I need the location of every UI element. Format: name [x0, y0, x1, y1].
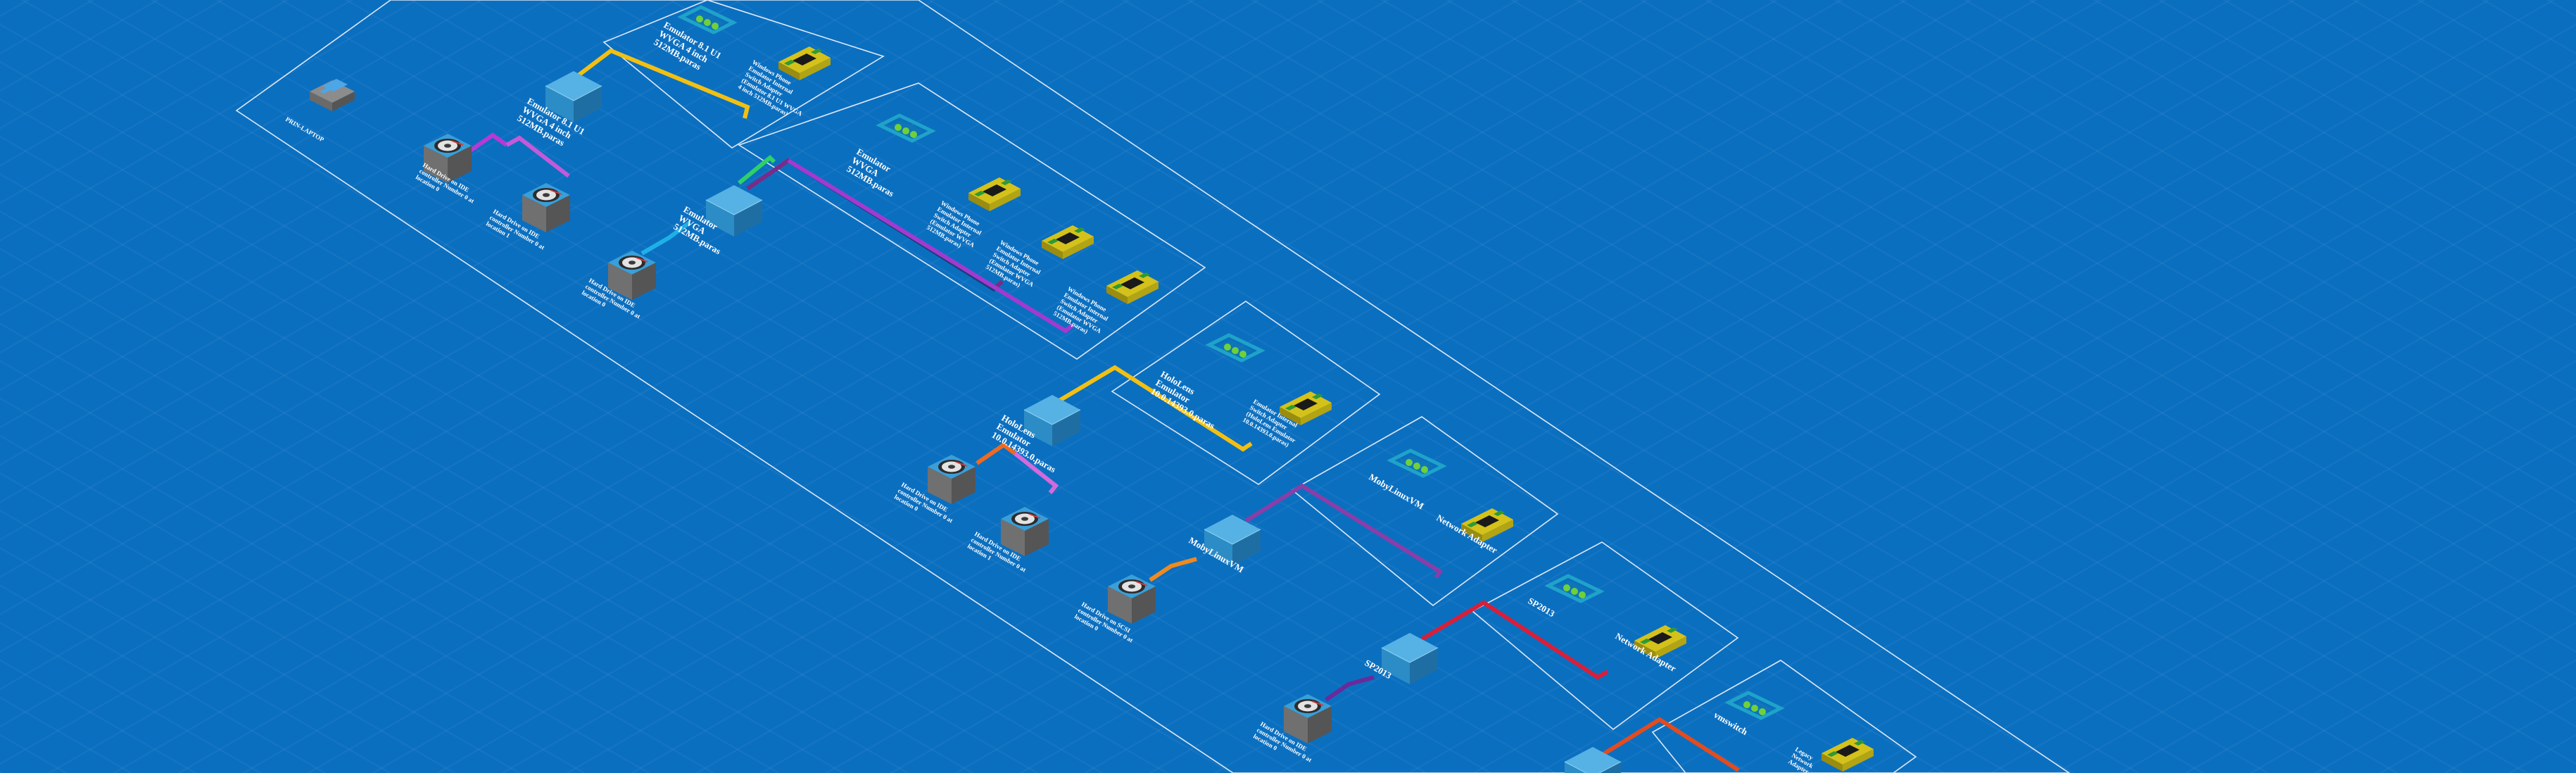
- vm-frame-2: [738, 82, 1206, 360]
- network-adapter-label: Windows PhoneEmulator InternalSwitch Ada…: [926, 199, 987, 255]
- virtual-switch-label-line: MobyLinuxVM: [1368, 472, 1426, 512]
- host-frame: [235, 0, 2071, 773]
- virtual-switch-icon[interactable]: [880, 115, 932, 141]
- network-adapter-icon[interactable]: [778, 46, 831, 80]
- virtual-switch-label: EmulatorWVGA512MB.paras: [845, 146, 906, 199]
- virtual-switch-icon[interactable]: [1391, 451, 1443, 476]
- virtual-switch-icon[interactable]: [681, 7, 733, 32]
- virtual-switch-icon[interactable]: [1209, 335, 1261, 360]
- vm-frame-6: [1651, 660, 1917, 773]
- host-laptop-icon[interactable]: [310, 79, 355, 111]
- vm-3-link-1: [1054, 365, 1253, 452]
- vm-1-link-1: [572, 48, 750, 119]
- vm-5-link-2: [1325, 675, 1375, 702]
- virtual-switch-label: vmswitch: [1712, 710, 1750, 738]
- vm-3-link-2: [976, 442, 1016, 465]
- vm-4-link-2: [1149, 557, 1197, 582]
- virtual-switch-icon[interactable]: [1548, 576, 1600, 601]
- network-adapter-icon[interactable]: [1042, 225, 1094, 259]
- vm-frame-3: [1111, 301, 1381, 485]
- virtual-switch-label-line: vmswitch: [1712, 710, 1750, 738]
- hard-drive-icon[interactable]: [1107, 574, 1156, 624]
- hard-drive-icon[interactable]: [522, 182, 571, 233]
- vm-frame-5: [1471, 541, 1739, 731]
- hard-drive-icon[interactable]: [927, 454, 976, 505]
- network-adapter-label: Windows PhoneEmulator InternalSwitch Ada…: [1052, 285, 1113, 341]
- vm-4-link-1: [1244, 483, 1444, 579]
- network-adapter-label: LegacyNetworkAdapter: [1787, 746, 1818, 773]
- vm-6-link-1: [1596, 717, 1740, 772]
- virtual-switch-label: SP2013: [1527, 596, 1558, 620]
- link-layer: [469, 48, 1740, 772]
- vm-1-link-2: [469, 132, 508, 153]
- network-adapter-icon[interactable]: [1821, 738, 1874, 772]
- virtual-switch-icon[interactable]: [1729, 693, 1781, 718]
- network-adapter-icon[interactable]: [968, 177, 1021, 211]
- host-name-label-line: PRIN-LAPTOP: [284, 115, 326, 144]
- virtual-switch-label: MobyLinuxVM: [1368, 472, 1426, 512]
- virtual-switch-label: HoloLensEmulator10.0.14393.0.paras: [1149, 369, 1227, 432]
- virtual-switch-label-line: SP2013: [1527, 596, 1558, 620]
- host-name-label: PRIN-LAPTOP: [284, 115, 326, 144]
- network-adapter-icon[interactable]: [1106, 270, 1158, 304]
- vm-2-link-5: [640, 220, 691, 256]
- vm-frame-1: [602, 0, 885, 149]
- vm-5-link-1: [1420, 600, 1609, 680]
- vm-3-link-3: [1014, 451, 1059, 494]
- vm-2-link-1: [738, 154, 776, 185]
- vm-2-link-4: [787, 158, 1074, 334]
- vm-frame-4: [1291, 416, 1559, 607]
- vm-1-link-3: [505, 135, 570, 178]
- frame-layer: [235, 0, 2071, 773]
